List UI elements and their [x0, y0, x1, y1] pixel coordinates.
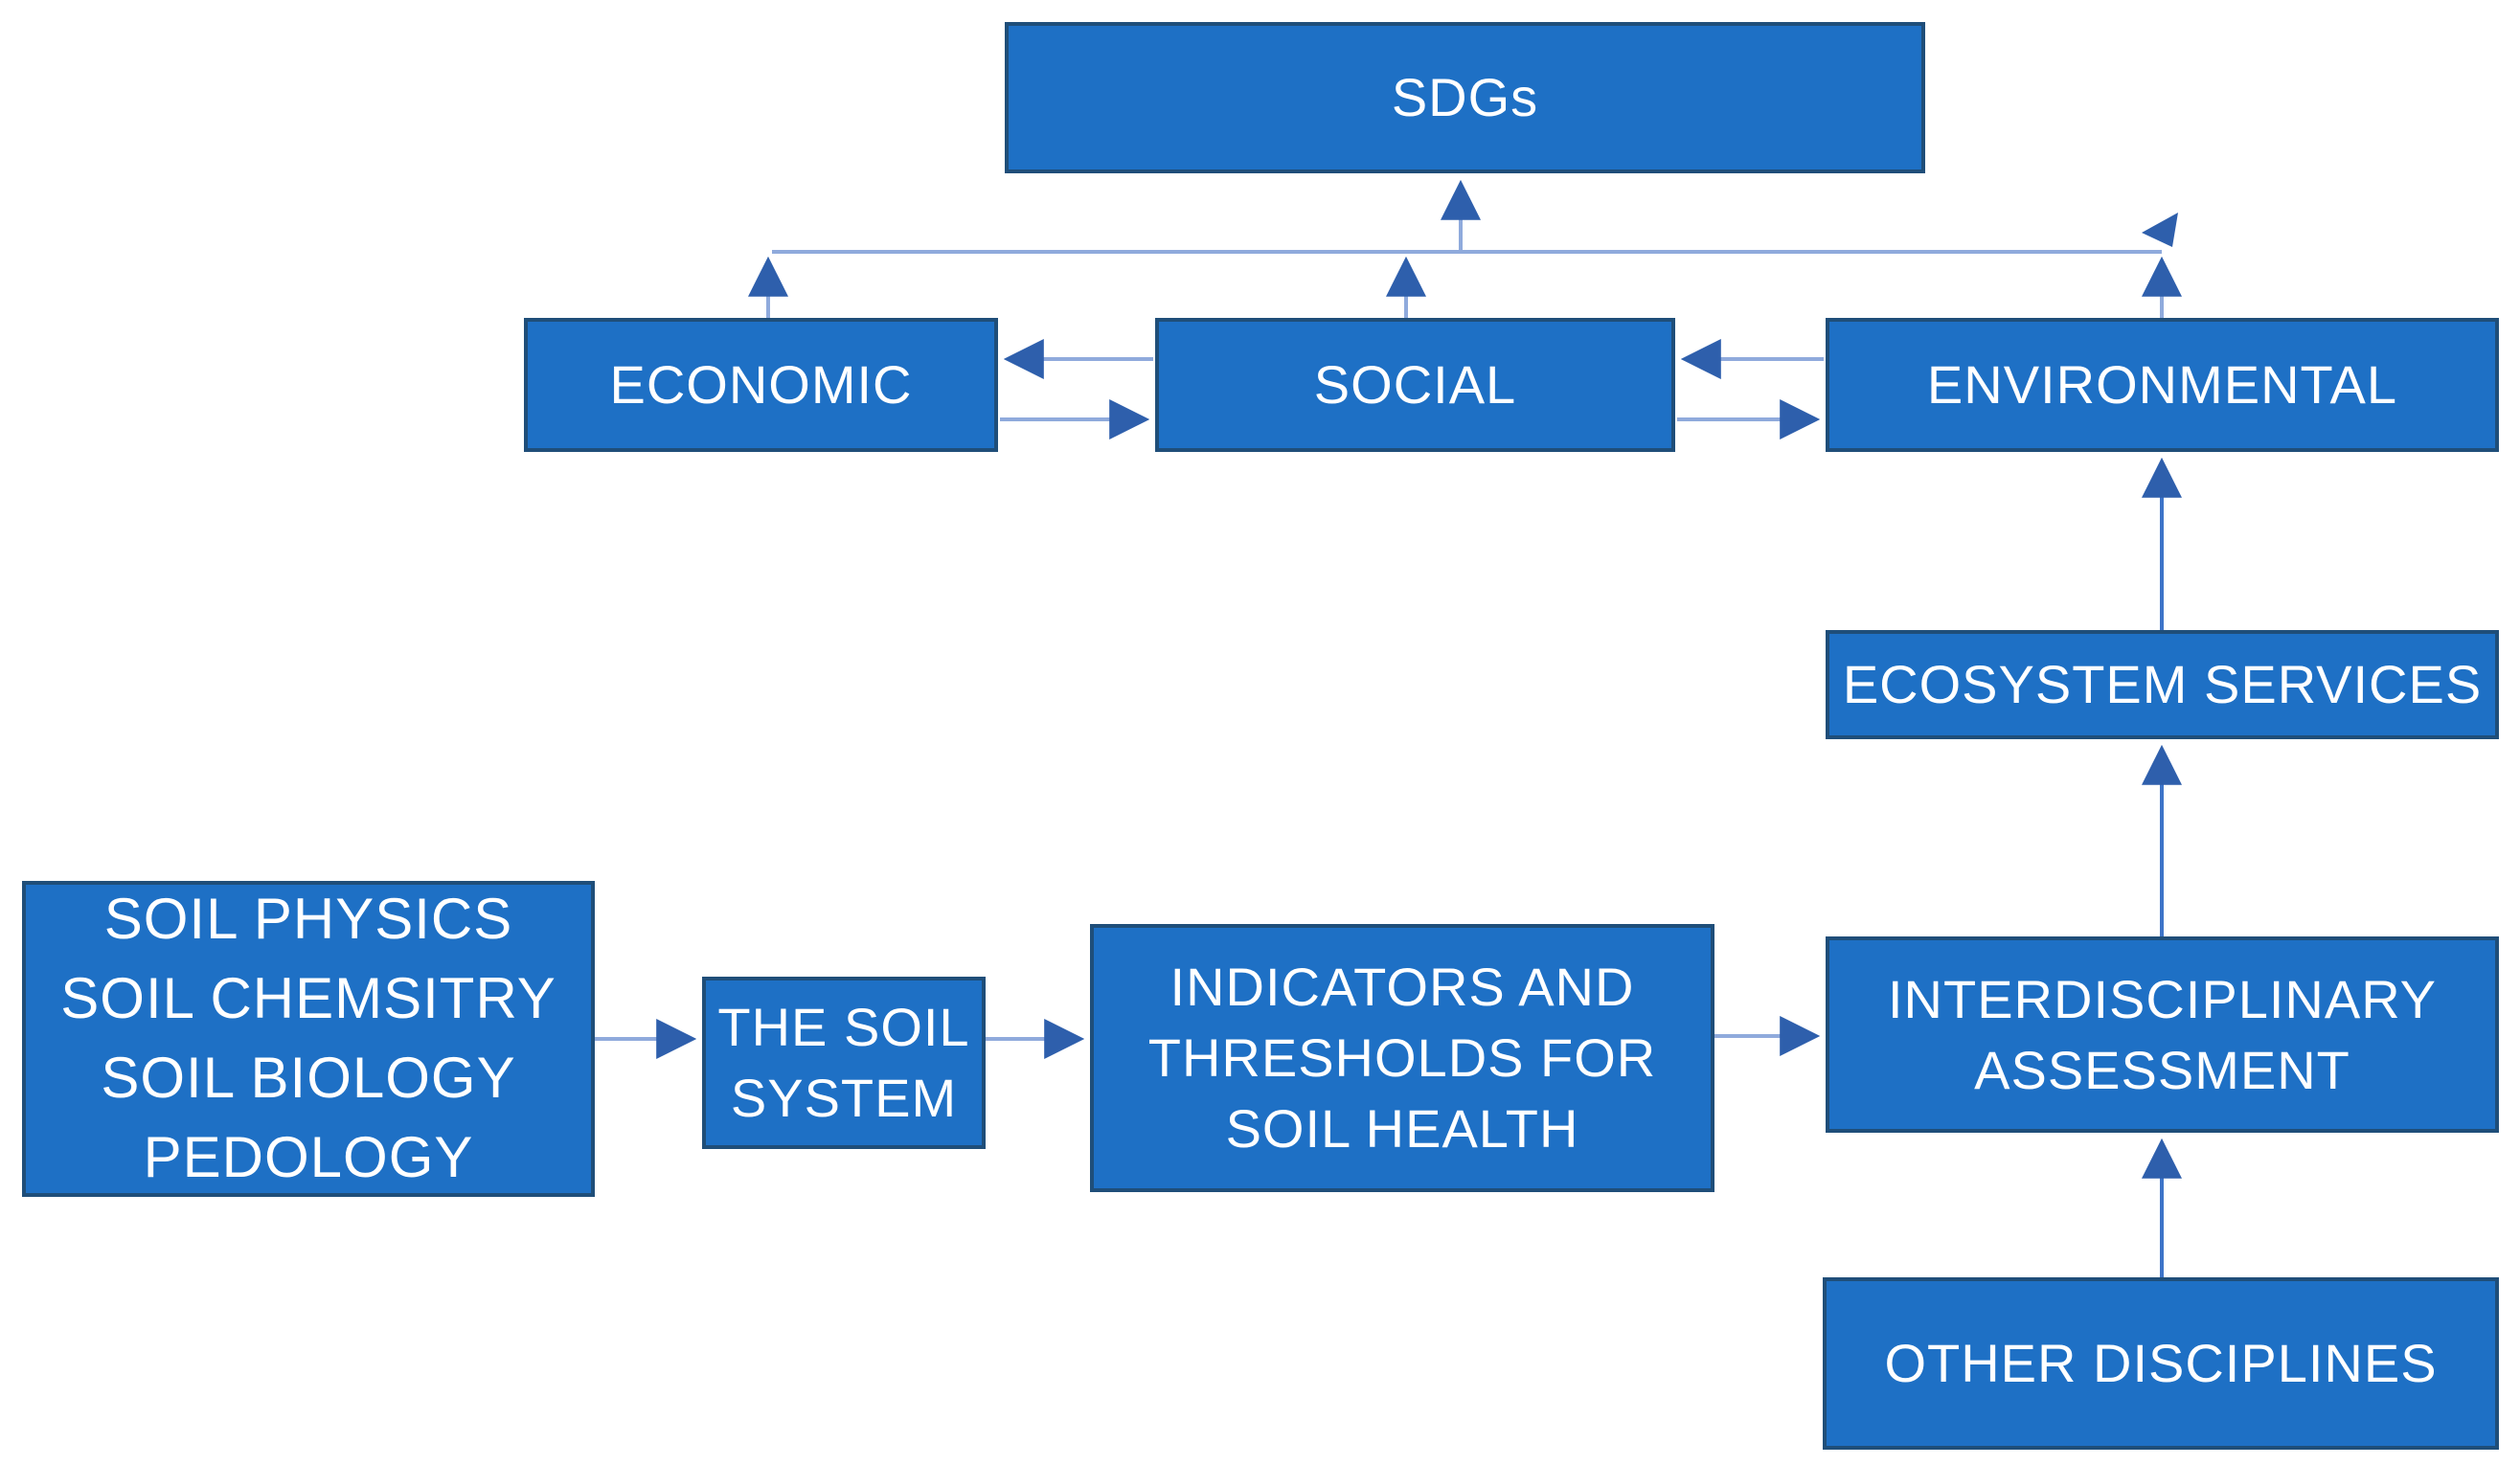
node-interdisciplinary-assessment: INTERDISCIPLINARY ASSESSMENT [1826, 936, 2499, 1133]
node-other-disciplines: OTHER DISCIPLINES [1823, 1277, 2499, 1450]
node-ecosystem-services: ECOSYSTEM SERVICES [1826, 630, 2499, 739]
node-economic: ECONOMIC [524, 318, 998, 452]
stray-left-arrowhead [2142, 213, 2178, 247]
node-indicators-thresholds: INDICATORS AND THRESHOLDS FOR SOIL HEALT… [1090, 924, 1714, 1192]
node-soil-system: THE SOIL SYSTEM [702, 977, 986, 1149]
node-social: SOCIAL [1155, 318, 1675, 452]
node-soil-disciplines: SOIL PHYSICS SOIL CHEMSITRY SOIL BIOLOGY… [22, 881, 595, 1197]
node-environmental: ENVIRONMENTAL [1826, 318, 2499, 452]
node-sdgs: SDGs [1005, 22, 1925, 173]
